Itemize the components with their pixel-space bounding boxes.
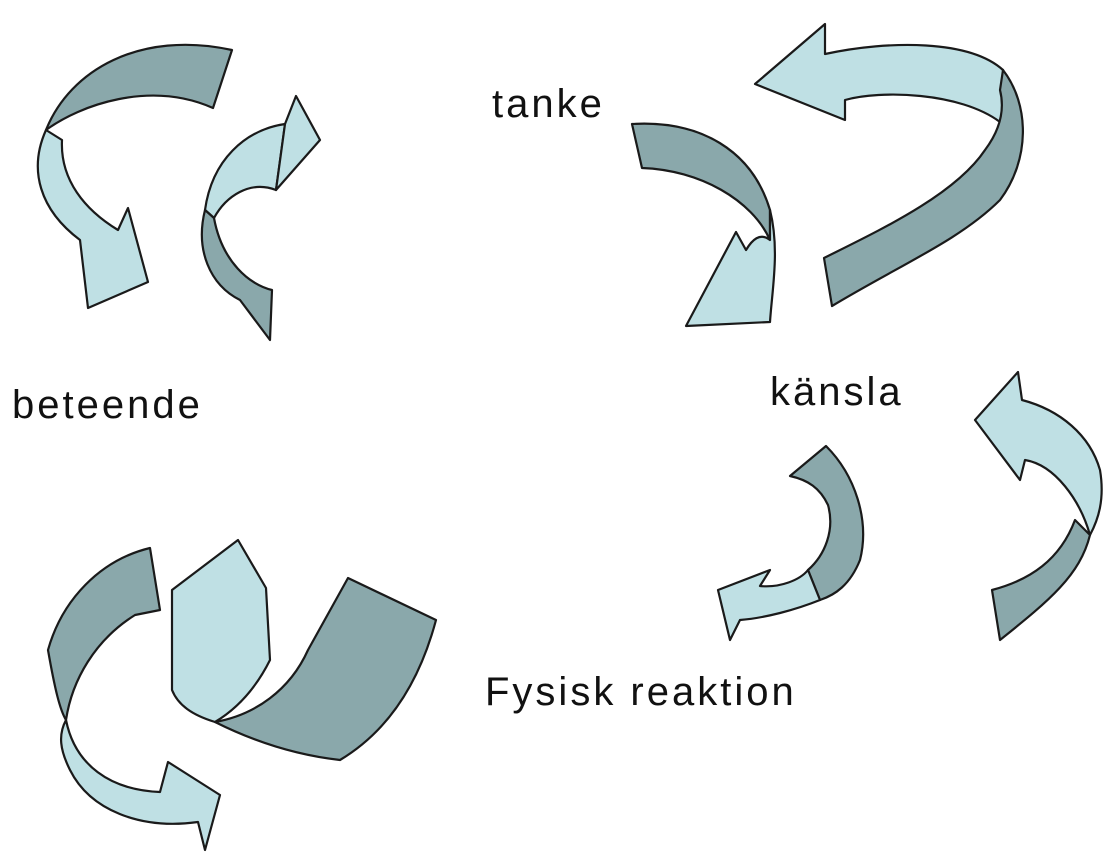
node-label-beteende: beteende: [12, 383, 203, 427]
curved-arrow-icon: [753, 22, 1024, 308]
curved-arrow-icon: [716, 444, 865, 642]
curved-arrow-icon: [36, 43, 234, 310]
curved-arrow-icon: [630, 122, 777, 328]
curved-arrow-icon: [170, 538, 438, 762]
curved-arrow-icon: [200, 94, 322, 342]
curved-arrow-icon: [46, 546, 222, 852]
node-label-kansla: känsla: [770, 370, 904, 414]
node-label-tanke: tanke: [492, 82, 605, 126]
curved-arrow-icon: [973, 370, 1103, 642]
node-label-fysisk-reaktion: Fysisk reaktion: [485, 670, 797, 714]
